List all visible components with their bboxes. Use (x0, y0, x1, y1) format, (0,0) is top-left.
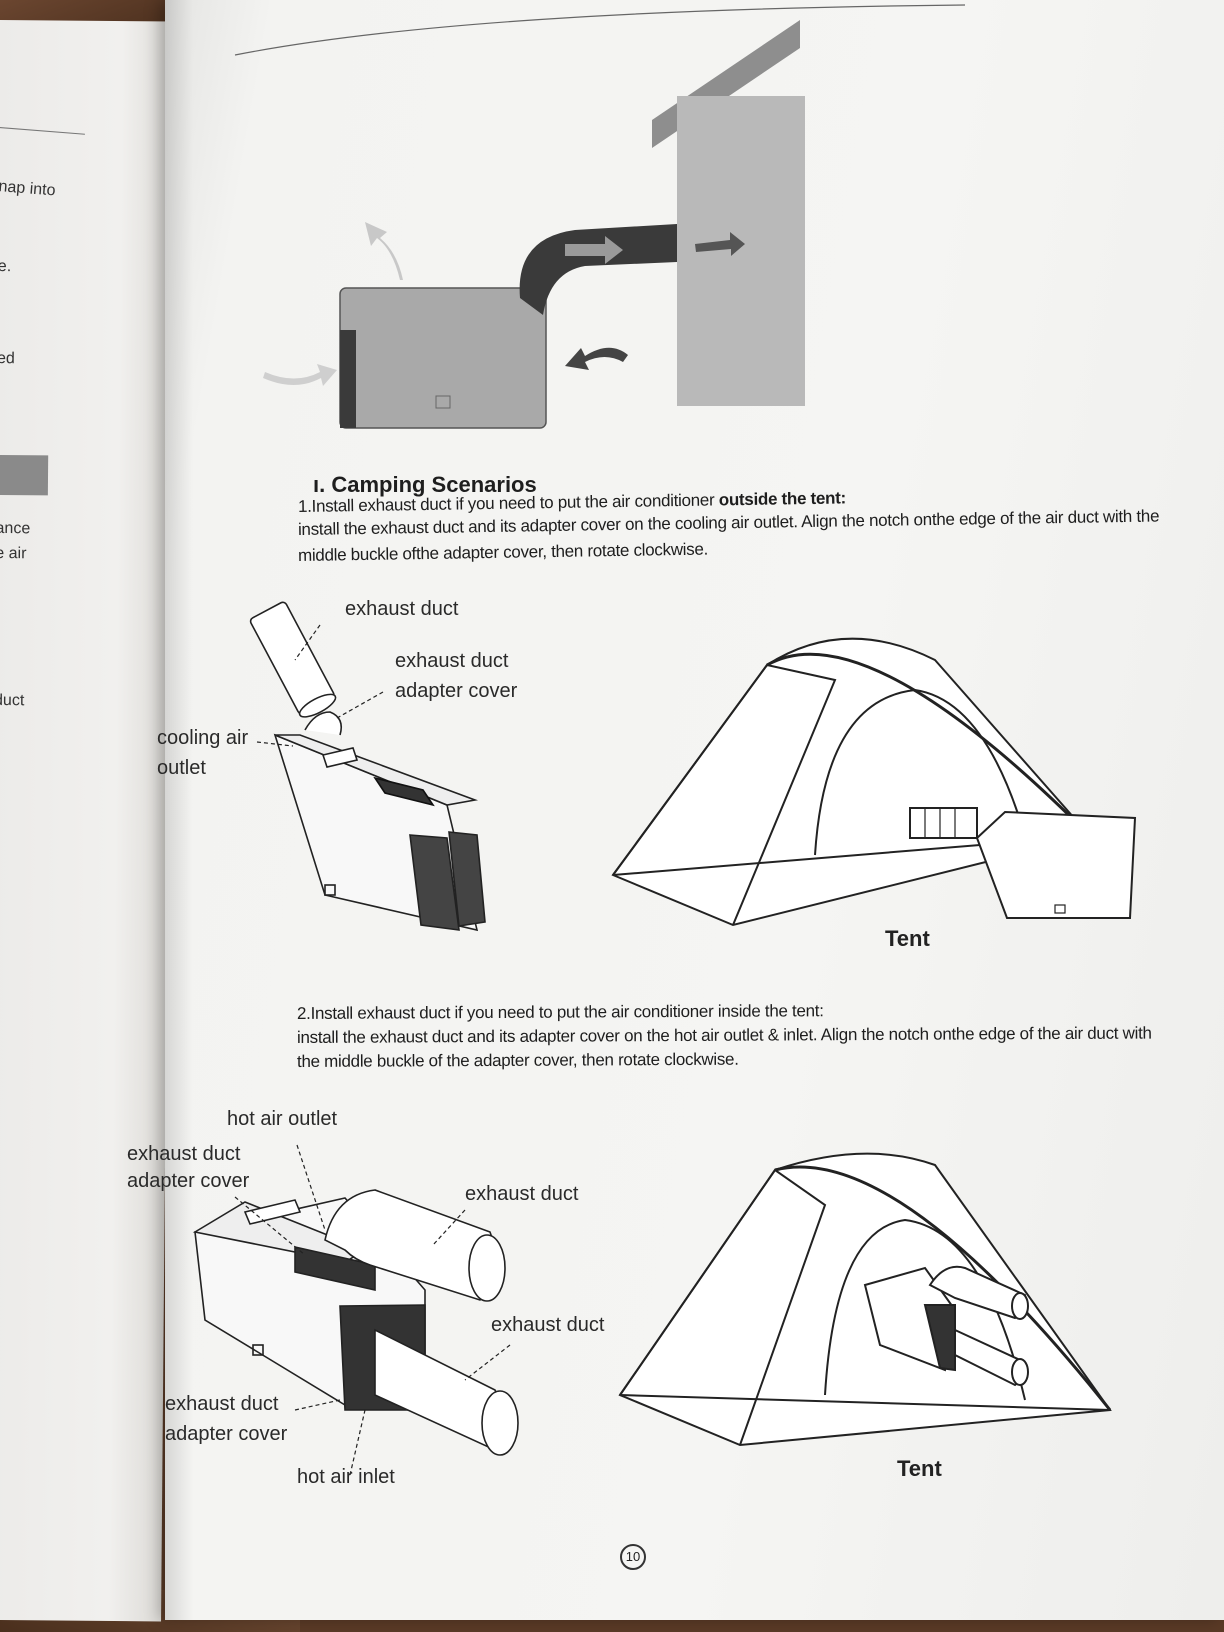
upper-duct (928, 1265, 1027, 1320)
page-number: 10 (620, 1544, 646, 1570)
front-vent-right (448, 831, 486, 927)
label-adapter-cover-line2: adapter cover (395, 680, 518, 702)
fragment-text: nap into (0, 178, 57, 200)
exhaust-hose (519, 224, 677, 315)
wall-top (652, 20, 800, 148)
tent-door (824, 1218, 1026, 1401)
ac-unit-outside-tent (975, 810, 1137, 919)
top-grille (373, 776, 435, 807)
leader-line (294, 624, 321, 661)
grey-tab (0, 454, 49, 496)
hot-air-outlet-adapter (294, 1246, 376, 1291)
exhaust-duct-tube (249, 601, 335, 715)
inlet-adapter (923, 1304, 956, 1372)
outside-arrow-icon (695, 232, 745, 256)
ac-unit (339, 287, 547, 429)
tent-pole (619, 1168, 827, 1446)
page-gutter-shadow (165, 0, 193, 1620)
ac-body (273, 733, 479, 932)
return-air-arrow-icon (565, 347, 628, 370)
tent-inside-diagram (618, 1152, 1112, 1447)
control-panel (321, 747, 359, 768)
previous-page: nap into e. ed ance e air duct (0, 20, 175, 1622)
label-adapter-bottom-line1: exhaust duct (165, 1393, 279, 1415)
ac-body (194, 1197, 426, 1406)
fragment-text: e. (0, 257, 12, 276)
label-cooling-air-outlet-line2: outlet (157, 757, 206, 779)
leader-line (336, 691, 384, 719)
tent-outline (611, 637, 1092, 927)
wall (677, 96, 805, 406)
leader-line (464, 1344, 511, 1381)
lower-exhaust-duct (374, 1328, 504, 1452)
lower-duct-end (481, 1390, 519, 1456)
tent-base (612, 835, 1091, 876)
label-exhaust-duct-top: exhaust duct (465, 1183, 579, 1205)
upper-duct-end (468, 1234, 506, 1302)
label-adapter-cover-line1: exhaust duct (395, 650, 509, 672)
upper-exhaust-duct (324, 1189, 497, 1301)
unit-latch (324, 884, 336, 896)
upper-duct-end (1011, 1292, 1029, 1320)
label-tent-2: Tent (897, 1456, 942, 1481)
unit-latch (1054, 904, 1066, 914)
leader-line (296, 1144, 326, 1231)
section-title: ı. Camping Scenarios (313, 472, 537, 497)
label-hot-air-inlet: hot air inlet (297, 1466, 395, 1488)
tent-pole (612, 663, 837, 926)
tent-pole-main (774, 1165, 1112, 1411)
duct-ribs (924, 808, 956, 838)
tent-outline (618, 1152, 1112, 1447)
lower-duct (954, 1328, 1024, 1387)
previous-page-rule (0, 126, 85, 135)
manual-page: ı. Camping Scenarios 1.Install exhaust d… (127, 0, 1224, 1620)
fragment-text: ance (0, 519, 31, 538)
duct-end (298, 693, 337, 718)
item1-line1-emphasis: outside the tent: (718, 488, 847, 510)
tent-door (814, 688, 1026, 856)
ac-unit-inside-tent (863, 1266, 957, 1372)
ac-top (274, 734, 479, 806)
label-exhaust-duct-bottom: exhaust duct (491, 1314, 605, 1336)
label-adapter-top-line2: adapter cover (127, 1170, 250, 1192)
duct-in-tent (909, 807, 978, 839)
fragment-text: ed (0, 349, 15, 368)
item2-line1: 2.Install exhaust duct if you need to pu… (296, 1001, 824, 1023)
label-adapter-top-line1: exhaust duct (127, 1143, 241, 1165)
leader-line (256, 741, 294, 747)
window-venting-illustration (263, 20, 805, 429)
label-tent-1: Tent (885, 926, 930, 951)
hose-arrow-icon (565, 236, 623, 264)
ac-unit-side (340, 330, 356, 428)
label-adapter-bottom-line2: adapter cover (165, 1423, 288, 1445)
tent-base (619, 1394, 1111, 1411)
hot-air-inlet-adapter (339, 1304, 426, 1411)
tent-pole-main (766, 652, 1092, 838)
lower-duct-end (1011, 1358, 1029, 1386)
header-curve (234, 4, 966, 56)
leader-line (294, 1399, 341, 1411)
fragment-text: e air (0, 544, 27, 563)
up-arrow-icon (365, 222, 403, 280)
item2-line3: the middle buckle of the adapter cover, … (296, 1049, 739, 1071)
tent-outside-diagram (611, 637, 1137, 927)
label-cooling-air-outlet-line1: cooling air (157, 727, 249, 749)
label-hot-air-outlet: hot air outlet (227, 1108, 338, 1130)
label-exhaust-duct: exhaust duct (345, 598, 459, 620)
control-panel (243, 1199, 302, 1225)
ac-unit-handle (435, 395, 451, 409)
adapter-cover (304, 711, 343, 736)
front-vent-left (409, 834, 460, 931)
fragment-text: duct (0, 691, 25, 710)
illustrations (192, 4, 1137, 1476)
item1-line3: middle buckle ofthe adapter cover, then … (297, 539, 709, 565)
unit-latch (252, 1344, 264, 1356)
intake-arrow-icon (263, 364, 337, 386)
ac-top (192, 1201, 367, 1263)
item2-line2: install the exhaust duct and its adapter… (296, 1023, 1152, 1047)
leader-line (234, 1196, 306, 1256)
leader-line (432, 1209, 466, 1246)
